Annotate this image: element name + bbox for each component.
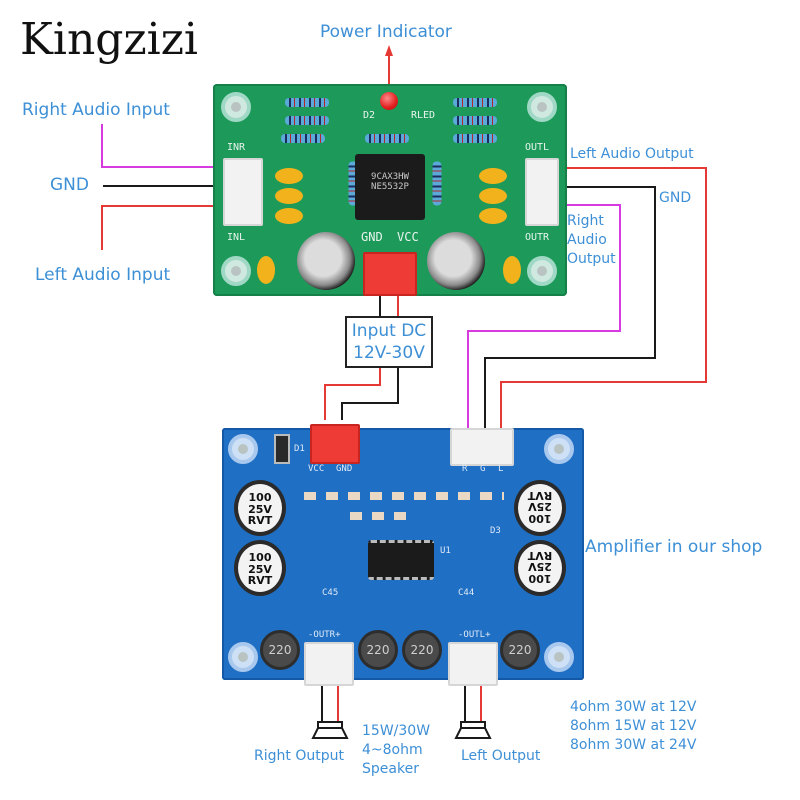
output-connector <box>525 158 559 226</box>
silk-inr: INR <box>227 142 246 153</box>
left-output-connector <box>448 642 498 686</box>
resistor <box>281 134 325 143</box>
ceramic-capacitor <box>503 256 521 284</box>
silk-gnd: GND <box>336 464 353 474</box>
resistor <box>432 161 442 206</box>
left-audio-output-label: Left Audio Output <box>570 146 694 162</box>
power-spec-item: 4ohm 30W at 12V <box>570 699 697 715</box>
smd-components <box>350 512 410 520</box>
ceramic-capacitor <box>257 256 275 284</box>
electrolytic-capacitor: 100 25V RVT <box>514 480 566 536</box>
silk-outl: OUTL <box>525 142 550 153</box>
inductor: 220 <box>500 630 540 670</box>
right-audio-output-label: Right Audio Output <box>567 213 616 267</box>
wire-left-input <box>101 205 236 250</box>
mount-hole <box>527 92 557 122</box>
chip-line1: 9CAX3HW <box>371 172 409 182</box>
silk-outr: -OUTR+ <box>308 630 341 640</box>
ceramic-capacitor <box>275 188 303 204</box>
gnd-input-label: GND <box>50 175 89 195</box>
chip-line2: NE5532P <box>371 182 409 192</box>
silk-gnd: GND <box>361 230 383 244</box>
mount-hole <box>228 642 258 672</box>
silk-u1: U1 <box>440 546 451 556</box>
right-audio-input-label: Right Audio Input <box>22 100 170 120</box>
ceramic-capacitor <box>479 208 507 224</box>
electrolytic-capacitor: 100 25V RVT <box>234 480 286 536</box>
electrolytic-capacitor: 100 25V RVT <box>514 540 566 596</box>
inductor: 220 <box>358 630 398 670</box>
speaker-spec-label: 15W/30W 4~8ohm Speaker <box>362 723 431 777</box>
gnd-output-label: GND <box>659 190 692 206</box>
speaker-left-icon <box>454 721 492 739</box>
silk-inl: INL <box>227 232 246 243</box>
silk-c45: C45 <box>322 588 339 598</box>
amp-power-connector <box>310 424 360 464</box>
silk-outr: OUTR <box>525 232 550 243</box>
ceramic-capacitor <box>479 168 507 184</box>
right-output-connector <box>304 642 354 686</box>
amplifier-chip <box>368 540 434 580</box>
left-audio-input-label: Left Audio Input <box>35 265 171 285</box>
power-specs-list: 4ohm 30W at 12V 8ohm 15W at 12V 8ohm 30W… <box>570 698 696 755</box>
electrolytic-capacitor <box>427 232 485 290</box>
inductor: 220 <box>260 630 300 670</box>
amplifier-shop-label: Amplifier in our shop <box>585 537 763 557</box>
opamp-chip: 9CAX3HW NE5532P <box>355 154 425 220</box>
power-spec-item: 8ohm 15W at 12V <box>570 718 697 734</box>
signal-input-connector <box>450 428 514 466</box>
power-led <box>380 92 398 110</box>
silk-vcc: VCC <box>308 464 325 474</box>
mount-hole <box>544 434 574 464</box>
wire-right-input <box>101 124 236 168</box>
resistor <box>453 134 497 143</box>
input-dc-box: Input DC 12V-30V <box>345 316 433 368</box>
wire-right-output <box>467 204 621 445</box>
silk-outl: -OUTL+ <box>458 630 491 640</box>
ceramic-capacitor <box>479 188 507 204</box>
resistor <box>285 116 329 125</box>
amplifier-board: D1 VCC GND R G L 100 25V RVT 100 25V RVT… <box>222 424 584 686</box>
right-output-label: Right Output <box>254 748 344 764</box>
silk-d3: D3 <box>490 526 501 536</box>
ceramic-capacitor <box>275 208 303 224</box>
diode-d1 <box>274 434 290 464</box>
mount-hole <box>221 256 251 286</box>
mount-hole <box>228 434 258 464</box>
mount-hole <box>221 92 251 122</box>
dc-power-connector <box>363 252 417 296</box>
mount-hole <box>527 256 557 286</box>
electrolytic-capacitor <box>297 232 355 290</box>
input-connector <box>223 158 263 226</box>
silk-r: R <box>462 464 468 474</box>
mount-hole <box>544 642 574 672</box>
resistor <box>453 98 497 107</box>
wire-dc-red-bottom <box>324 368 381 420</box>
silk-l: L <box>498 464 504 474</box>
wire-gnd-output <box>484 186 656 445</box>
silk-d2: D2 <box>363 110 376 121</box>
silk-c44: C44 <box>458 588 475 598</box>
resistor <box>365 134 409 143</box>
power-spec-item: 8ohm 30W at 24V <box>570 737 697 753</box>
power-indicator-label: Power Indicator <box>320 22 452 42</box>
ceramic-capacitor <box>275 168 303 184</box>
brand-logo: Kingzizi <box>20 14 198 65</box>
arrow-head <box>385 45 393 56</box>
silk-d1: D1 <box>294 444 305 454</box>
inductor: 220 <box>402 630 442 670</box>
silk-vcc: VCC <box>397 230 419 244</box>
electrolytic-capacitor: 100 25V RVT <box>234 540 286 596</box>
resistor <box>453 116 497 125</box>
smd-components <box>304 492 504 500</box>
wire-dc-black-bottom <box>341 368 399 420</box>
wire-left-output <box>500 167 707 445</box>
silk-rled: RLED <box>411 110 436 121</box>
speaker-right-icon <box>311 721 349 739</box>
preamp-board: D2 RLED INR INL OUTL OUTR 9CAX3HW NE5532… <box>213 84 567 296</box>
left-output-label: Left Output <box>461 748 541 764</box>
resistor <box>285 98 329 107</box>
silk-g: G <box>480 464 486 474</box>
